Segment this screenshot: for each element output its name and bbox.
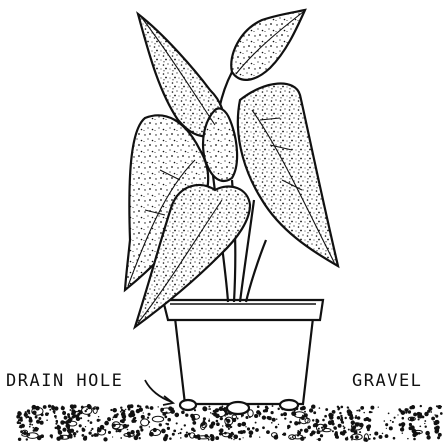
pebble <box>280 400 298 410</box>
pebble <box>180 400 196 410</box>
plant-leaves <box>125 10 338 327</box>
pebble <box>227 402 249 414</box>
leaf <box>231 10 305 80</box>
gravel-label: GRAVEL <box>352 373 422 390</box>
flower-pot <box>163 300 323 414</box>
drain-hole-arrow <box>145 380 173 405</box>
drain-hole-label: DRAIN HOLE <box>6 373 123 390</box>
pot-body <box>175 318 313 404</box>
pot-rim <box>163 300 323 320</box>
